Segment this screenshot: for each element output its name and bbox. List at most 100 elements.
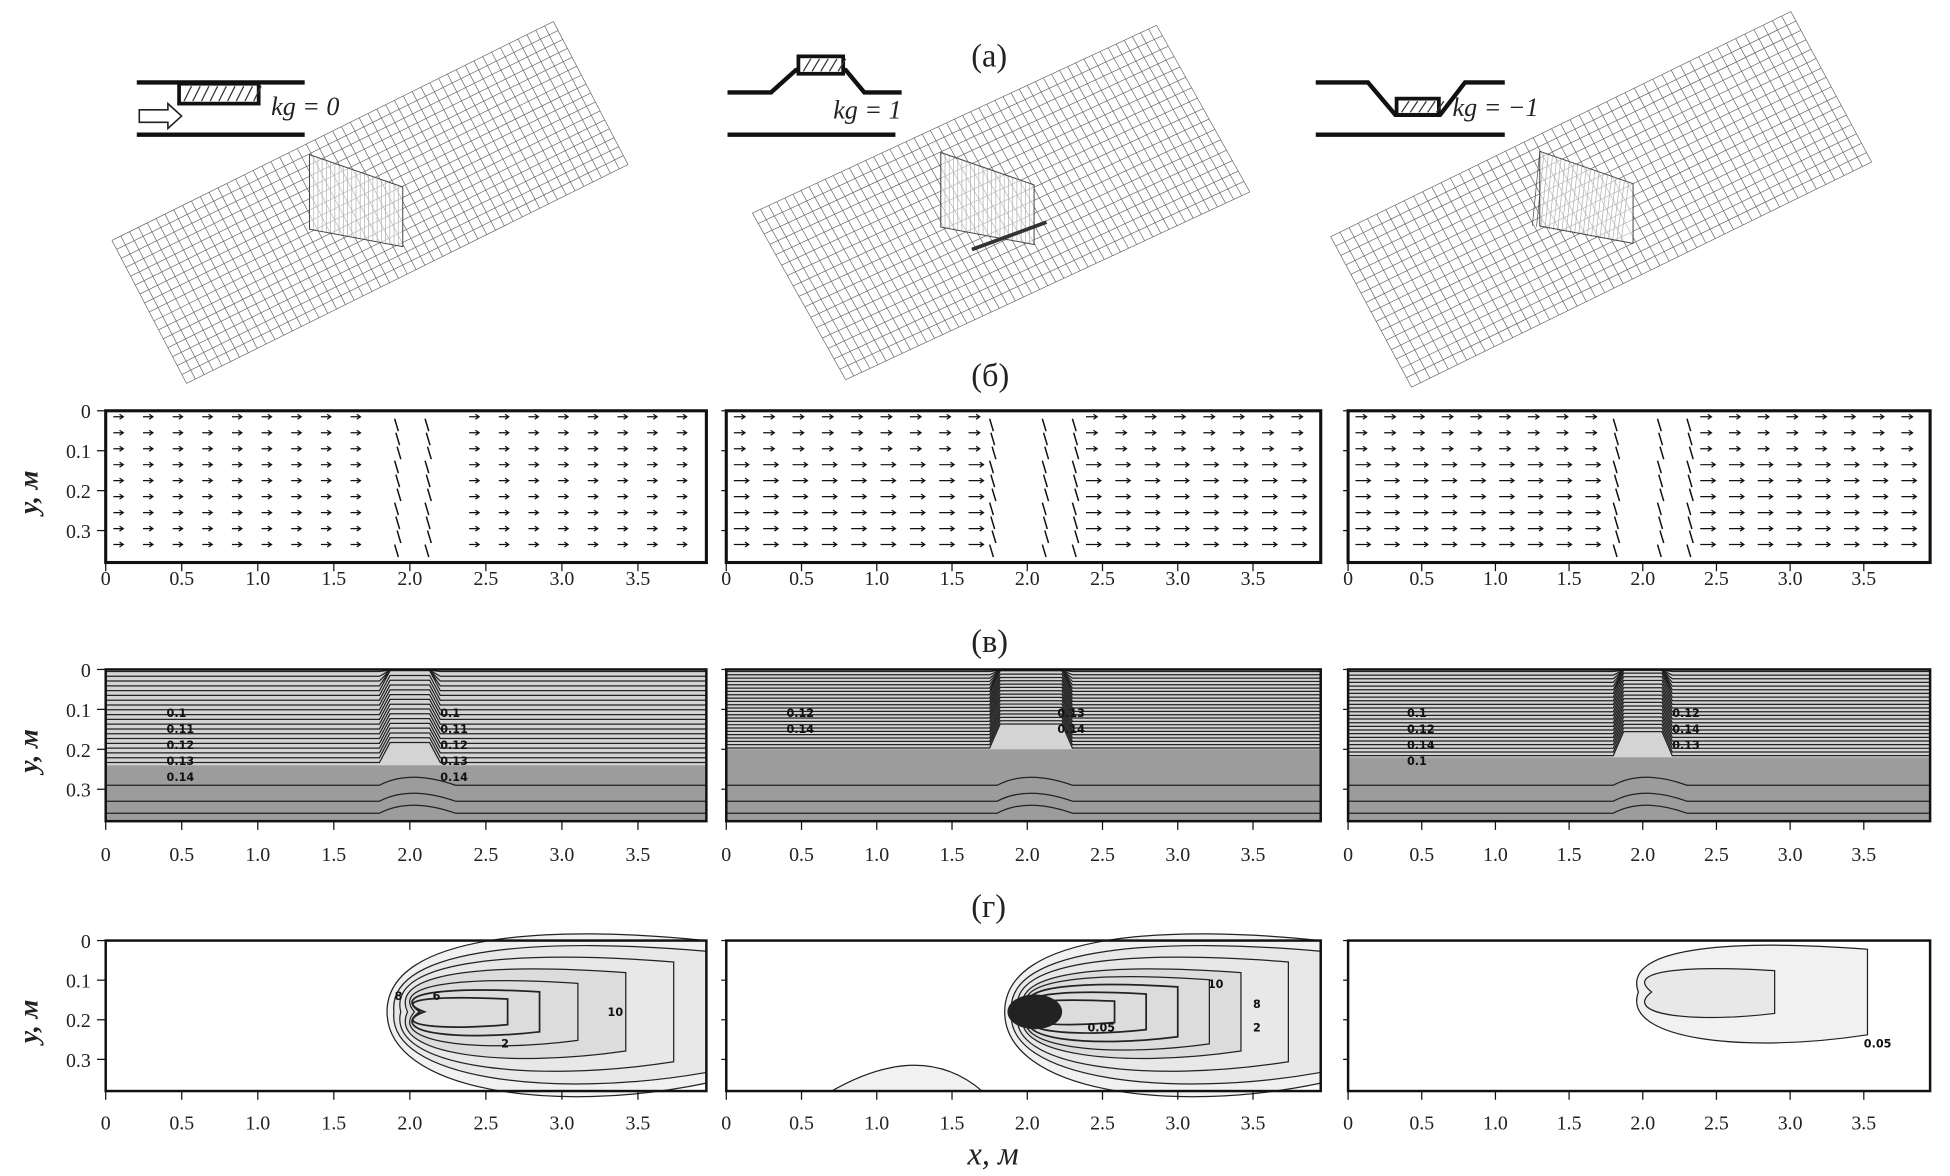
x-tick-label: 3.0 xyxy=(1165,568,1190,590)
y-tick-label: 0.2 xyxy=(66,481,91,503)
disturbed-arrows xyxy=(393,418,432,558)
x-tick-label: 2.5 xyxy=(1704,1113,1729,1135)
contour-label: 0.13 xyxy=(440,755,468,768)
x-tick-label: 0.5 xyxy=(169,568,194,590)
kg-label: kg = −1 xyxy=(1453,93,1539,122)
x-tick-label: 2.5 xyxy=(1090,844,1115,866)
obstacle-edge xyxy=(971,220,1048,252)
dense-contours xyxy=(1007,994,1063,1030)
x-tick-label: 1.0 xyxy=(1483,1113,1508,1135)
x-tick-label: 1.0 xyxy=(245,844,270,866)
x-tick-label: 2.5 xyxy=(1090,568,1115,590)
channel-inset-1: kg = 0 xyxy=(136,80,339,137)
x-tick-label: 2.0 xyxy=(1630,844,1655,866)
y-axis-label: y, м xyxy=(13,729,43,776)
x-tick-label: 1.5 xyxy=(940,1113,965,1135)
x-tick-label: 2.5 xyxy=(473,1113,498,1135)
x-tick-label: 0 xyxy=(721,844,731,866)
obstacle-hatch xyxy=(183,85,262,102)
x-tick-label: 2.0 xyxy=(1630,568,1655,590)
channel-inset-3: kg = −1 xyxy=(1315,80,1539,137)
plot-background xyxy=(105,410,707,563)
obstacle-hatch xyxy=(802,58,847,72)
contour-label: 0.13 xyxy=(1672,739,1700,752)
plot-content xyxy=(113,413,688,558)
plot-frame xyxy=(1346,409,1932,565)
x-tick-label: 1.0 xyxy=(1483,844,1508,866)
mesh-surface-1 xyxy=(111,21,629,384)
x-tick-label: 3.0 xyxy=(1778,1113,1803,1135)
obstacle-hatch xyxy=(1401,100,1445,113)
x-tick-label: 3.0 xyxy=(549,844,574,866)
kg-label: kg = 1 xyxy=(833,96,901,125)
x-tick-label: 0.5 xyxy=(789,568,814,590)
contour-label: 0.14 xyxy=(167,771,195,784)
flow-arrow-icon xyxy=(138,101,183,131)
x-tick-label: 2.5 xyxy=(1090,1113,1115,1135)
contour-label: 10 xyxy=(1208,978,1224,991)
x-axis-label: x, м xyxy=(967,1135,1019,1171)
x-tick-label: 3.5 xyxy=(626,844,651,866)
mesh-surface-2 xyxy=(752,24,1251,381)
x-tick-label: 0 xyxy=(101,844,111,866)
channel-inset-2: kg = 1 xyxy=(727,54,902,137)
contour-label: 0.12 xyxy=(1407,723,1435,736)
plot-background xyxy=(1348,410,1931,563)
row-v: y, м0.10.110.120.130.140.10.110.120.130.… xyxy=(13,660,1932,866)
x-tick-label: 2.0 xyxy=(1015,844,1040,866)
contour-label: 0.12 xyxy=(1672,707,1700,720)
y-tick-label: 0.1 xyxy=(66,971,91,993)
disturbed-arrows xyxy=(988,418,1080,558)
plot-frame xyxy=(104,409,708,565)
x-tick-label: 3.0 xyxy=(549,1113,574,1135)
x-tick-label: 0.5 xyxy=(169,844,194,866)
x-tick-label: 2.0 xyxy=(1630,1113,1655,1135)
x-tick-label: 0 xyxy=(721,1113,731,1135)
y-tick-label: 0.1 xyxy=(66,441,91,463)
x-tick-label: 1.5 xyxy=(1557,844,1582,866)
obstacle-outline xyxy=(1539,150,1634,244)
x-tick-label: 0 xyxy=(1343,844,1353,866)
x-tick-label: 1.5 xyxy=(321,1113,346,1135)
plot-background xyxy=(726,410,1321,563)
contour-label: 8 xyxy=(395,990,403,1003)
x-tick-label: 1.0 xyxy=(864,1113,889,1135)
x-tick-label: 1.5 xyxy=(321,568,346,590)
contour-label: 2 xyxy=(501,1037,509,1050)
x-tick-label: 1.0 xyxy=(245,1113,270,1135)
x-tick-label: 1.0 xyxy=(864,844,889,866)
panel-label-b: (б) xyxy=(971,357,1009,393)
obstacle-outline xyxy=(940,151,1035,246)
x-tick-label: 3.0 xyxy=(1165,1113,1190,1135)
x-tick-label: 2.0 xyxy=(1015,568,1040,590)
x-tick-label: 1.5 xyxy=(1557,568,1582,590)
y-tick-label: 0.2 xyxy=(66,1010,91,1032)
plot-frame xyxy=(1346,939,1932,1093)
disturbed-arrows xyxy=(1612,418,1694,558)
plot-content xyxy=(1355,413,1918,558)
plot-frame xyxy=(1346,668,1932,823)
y-tick-label: 0.1 xyxy=(66,700,91,722)
contour-label: 0.14 xyxy=(1407,739,1435,752)
contour-label: 0.13 xyxy=(1057,707,1085,720)
x-tick-label: 3.5 xyxy=(1851,1113,1876,1135)
x-tick-label: 3.5 xyxy=(626,1113,651,1135)
plot-frame xyxy=(104,939,708,1093)
obstacle-outline xyxy=(308,153,404,248)
plot-frame xyxy=(725,939,1322,1093)
x-tick-label: 2.0 xyxy=(397,1113,422,1135)
y-tick-label: 0 xyxy=(81,931,91,953)
contour-label: 10 xyxy=(608,1006,624,1019)
x-tick-label: 0 xyxy=(1343,1113,1353,1135)
x-tick-label: 1.5 xyxy=(1557,1113,1582,1135)
x-tick-label: 3.5 xyxy=(626,568,651,590)
contour-label: 0.12 xyxy=(167,739,195,752)
x-tick-label: 2.0 xyxy=(397,844,422,866)
contour-label: 0.05 xyxy=(1087,1022,1115,1035)
y-tick-label: 0.3 xyxy=(66,521,91,543)
